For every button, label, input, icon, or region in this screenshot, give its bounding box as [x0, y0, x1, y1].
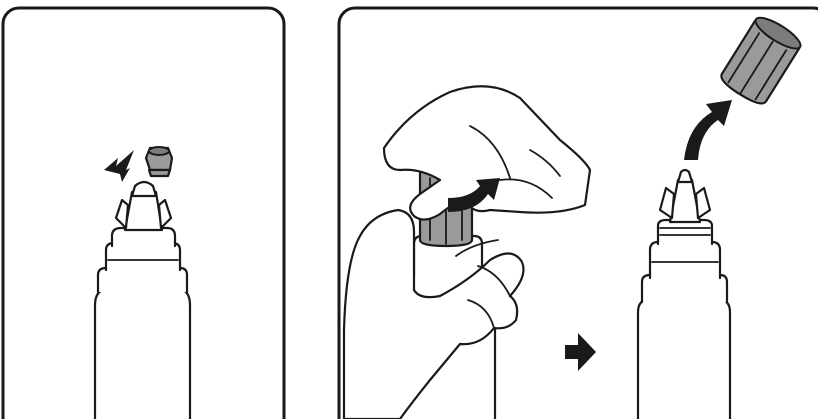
- seal-cap-small: [146, 147, 172, 176]
- bottle-neck-ring: [106, 243, 180, 270]
- bottle-shoulder: [98, 268, 187, 292]
- bottle-nozzle: [125, 192, 162, 230]
- bottle-body: [95, 288, 190, 419]
- panel-twist-remove: [339, 8, 818, 419]
- bottle-thread: [658, 220, 712, 244]
- nozzle-tip: [132, 182, 156, 196]
- panel-break-seal: [3, 8, 284, 419]
- bottle-body-open: [638, 298, 730, 419]
